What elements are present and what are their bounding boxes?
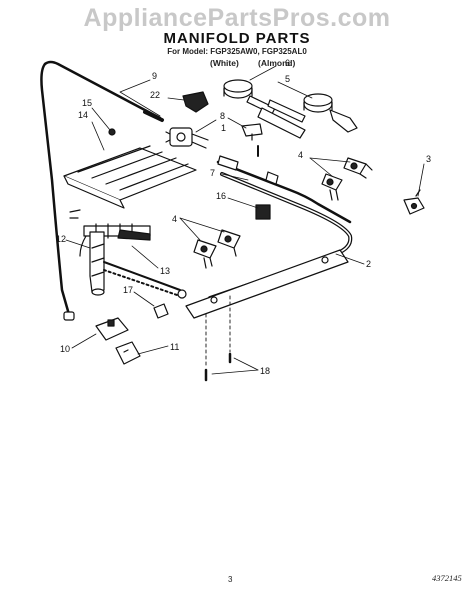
manifold-tube-upper bbox=[216, 160, 352, 224]
gas-valve bbox=[165, 127, 209, 149]
callout-9: 9 bbox=[152, 71, 157, 81]
ignition-switch-assembly bbox=[69, 209, 151, 257]
callout-12: 12 bbox=[56, 234, 66, 244]
gas-supply-tube bbox=[40, 60, 164, 321]
orifice-pair-right bbox=[321, 157, 373, 201]
callout-leaders bbox=[65, 65, 425, 375]
callout-16: 16 bbox=[216, 191, 226, 201]
callout-6: 6 bbox=[285, 58, 290, 68]
callout-14: 14 bbox=[78, 110, 88, 120]
bracket-clip bbox=[241, 123, 263, 141]
burner-venturi-tube bbox=[257, 107, 306, 139]
wire-clip bbox=[153, 303, 169, 319]
callout-13: 13 bbox=[160, 266, 170, 276]
callout-5: 5 bbox=[285, 74, 290, 84]
page-number: 3 bbox=[228, 575, 233, 584]
mounting-bracket bbox=[115, 341, 141, 365]
top-burner-left bbox=[223, 79, 276, 115]
switch-housing bbox=[95, 317, 129, 341]
callout-15: 15 bbox=[82, 98, 92, 108]
callout-17: 17 bbox=[123, 285, 133, 295]
callout-3: 3 bbox=[426, 154, 431, 164]
variant-almond: (Almond) bbox=[258, 58, 296, 68]
callout-10: 10 bbox=[60, 344, 70, 354]
watermark-text: AppliancePartsPros.com bbox=[83, 4, 391, 32]
document-code: 4372145 bbox=[432, 573, 462, 583]
callout-2: 2 bbox=[366, 259, 371, 269]
callout-11: 11 bbox=[170, 342, 179, 352]
top-burner-right bbox=[267, 93, 358, 133]
terminal-block bbox=[255, 204, 271, 220]
ignitor-nut bbox=[108, 128, 116, 136]
orifice-pair-left bbox=[193, 229, 241, 269]
orifice-far-right bbox=[403, 189, 425, 215]
callout-18: 18 bbox=[260, 366, 270, 376]
callout-22: 22 bbox=[150, 90, 160, 100]
callout-4-right: 4 bbox=[298, 150, 303, 160]
ignitor-wire-harness bbox=[103, 261, 187, 299]
manifold-pipe bbox=[185, 172, 353, 319]
callout-4-left: 4 bbox=[172, 214, 177, 224]
callout-7: 7 bbox=[210, 168, 215, 178]
diagram-title: MANIFOLD PARTS bbox=[163, 30, 311, 47]
spark-module bbox=[89, 231, 105, 296]
wedge-block bbox=[182, 91, 209, 113]
callout-labels: 9 22 6 5 8 1 15 14 4 3 7 16 4 12 13 17 2… bbox=[56, 58, 431, 376]
callout-8: 8 bbox=[220, 111, 225, 121]
model-line: For Model: FGP325AW0, FGP325AL0 bbox=[167, 47, 307, 56]
variant-white: (White) bbox=[210, 58, 239, 68]
callout-1: 1 bbox=[221, 123, 226, 133]
heat-shield bbox=[63, 145, 197, 209]
